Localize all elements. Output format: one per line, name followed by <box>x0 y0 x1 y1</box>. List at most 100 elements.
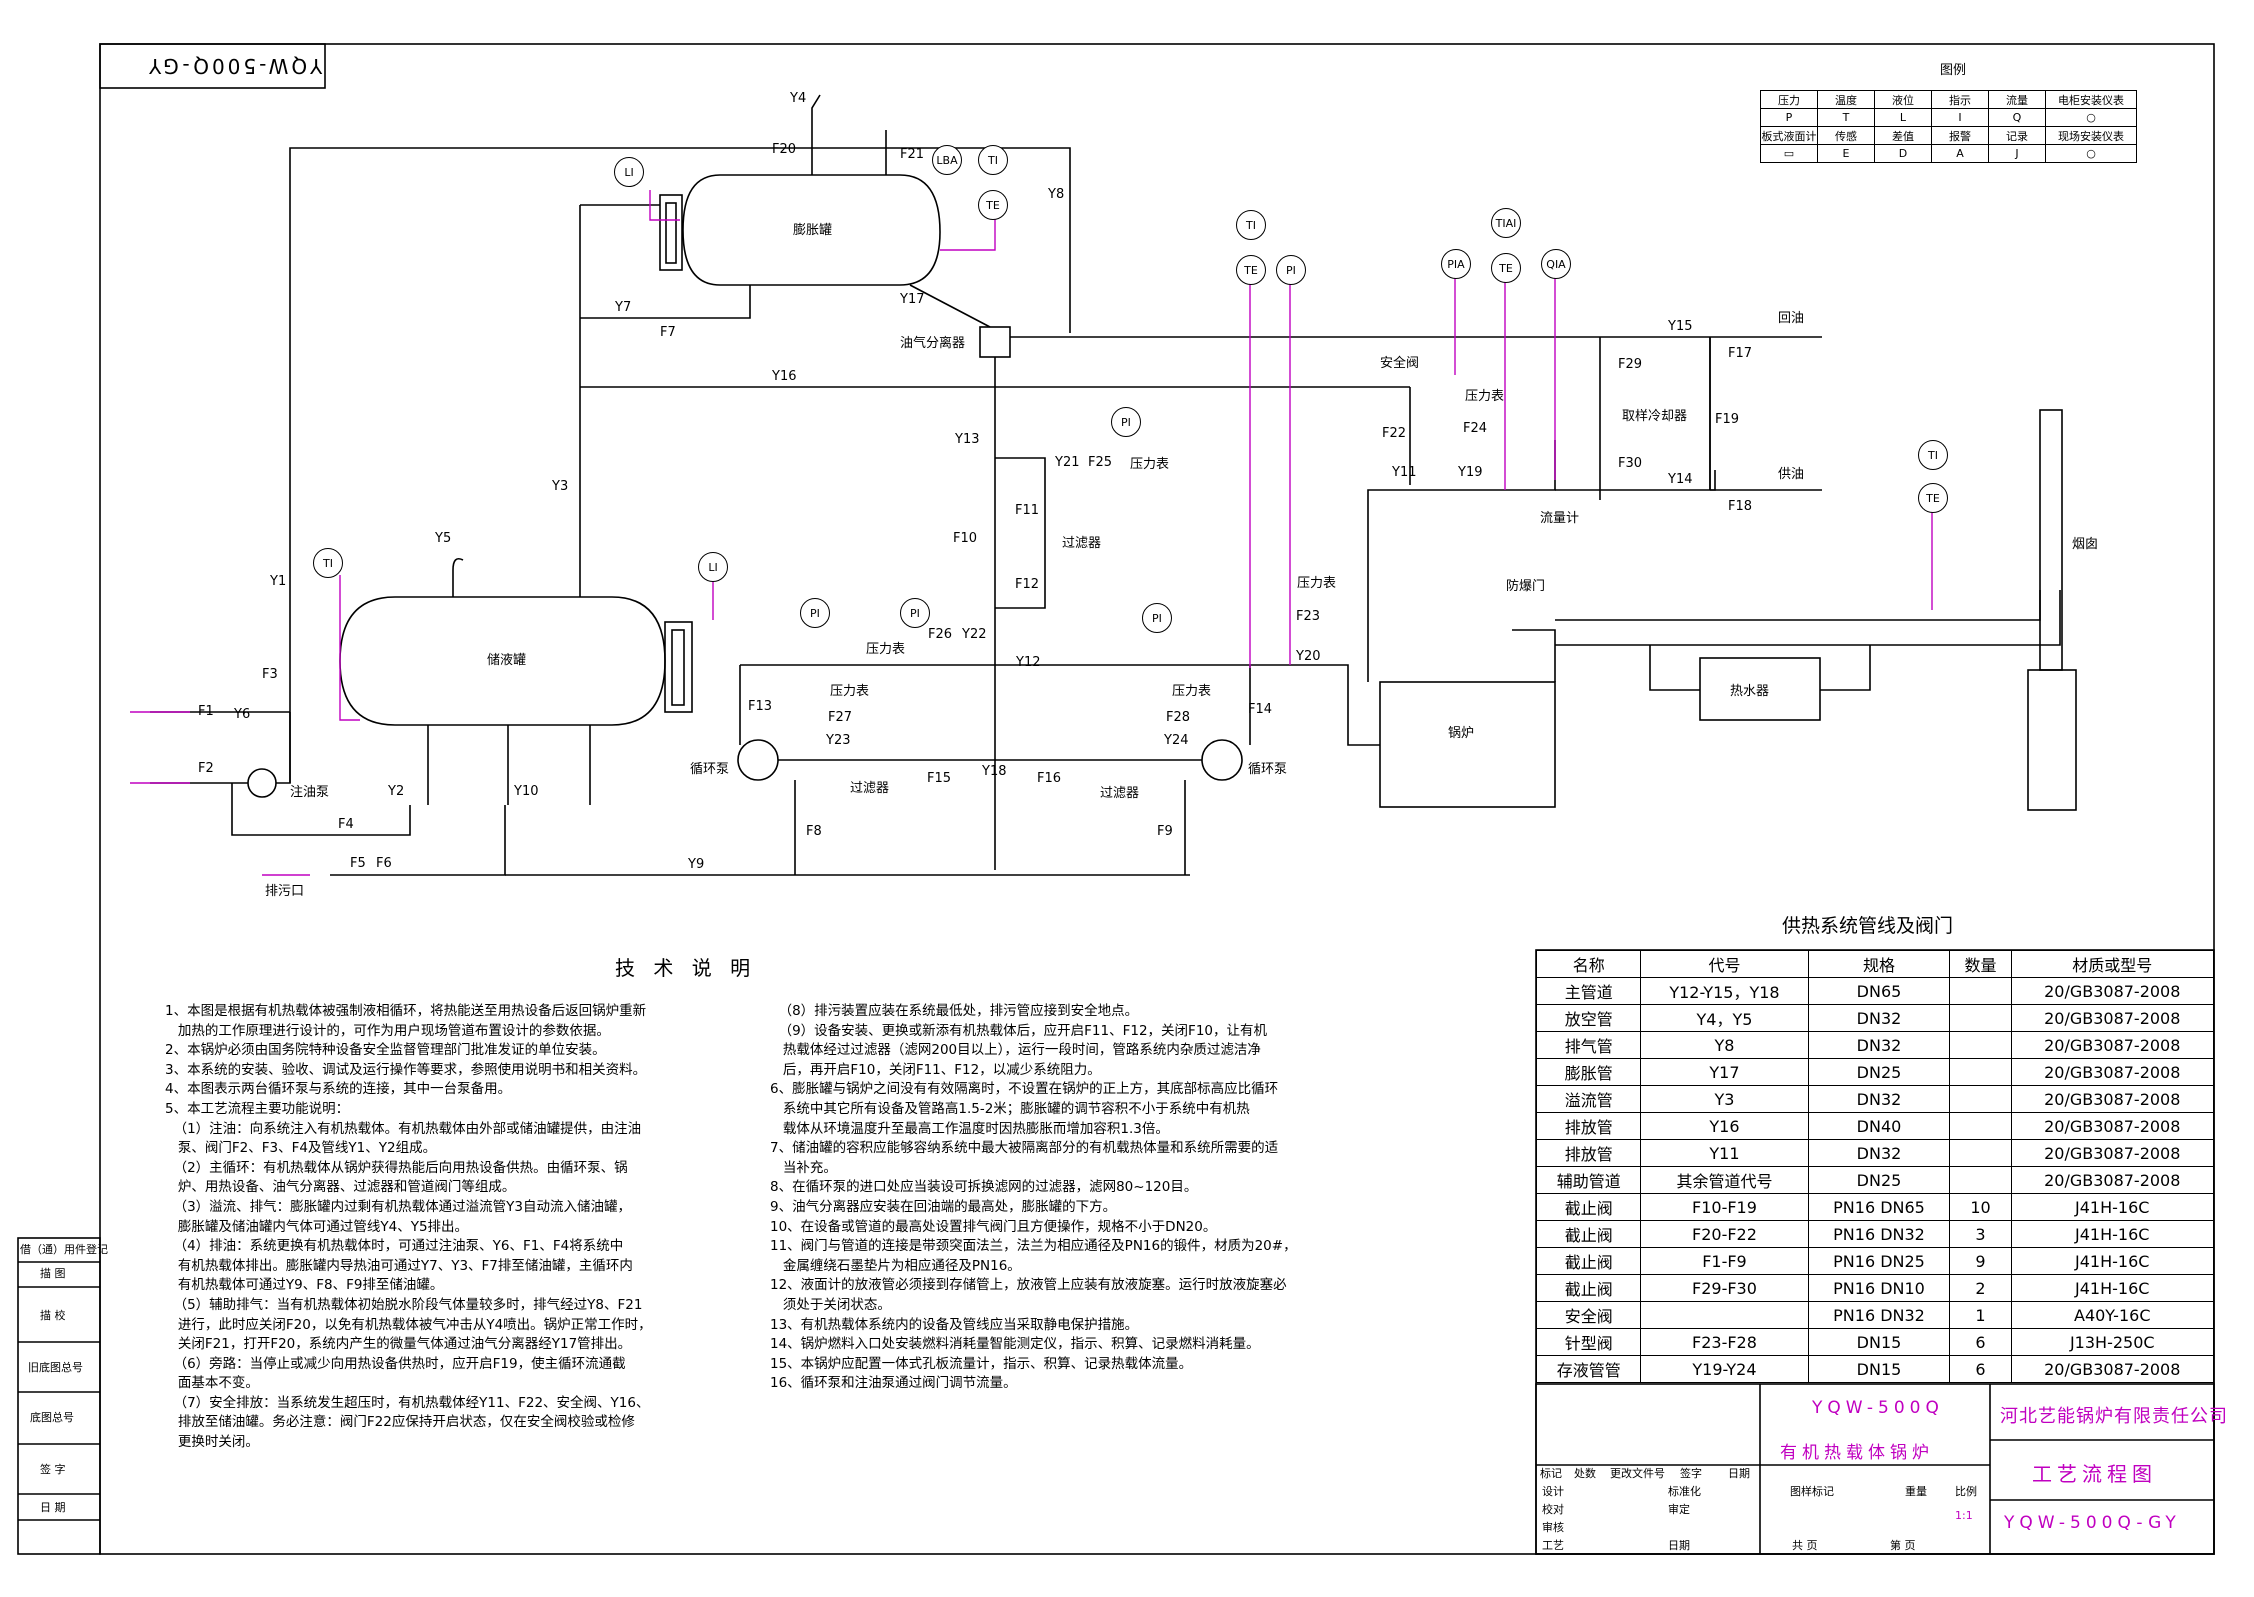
valve-f23: F23 <box>1296 609 1321 624</box>
pipe-table-cell: DN65 <box>1807 977 1951 1005</box>
side-label-5: 签 字 <box>40 1463 66 1476</box>
pipe-table-cell: PN16 DN65 <box>1807 1193 1951 1221</box>
note-line: 系统中其它所有设备及管路高1.5-2米；膨胀罐的调节容积不小于系统中有机热 <box>770 1100 1250 1117</box>
note-line: 面基本不变。 <box>165 1375 259 1392</box>
pipe-table-cell: Y17 <box>1640 1058 1809 1086</box>
drain-outlet-label: 排污口 <box>265 884 305 899</box>
note-line: 泵、阀门F2、F3、F4及管线Y1、Y2组成。 <box>165 1140 437 1157</box>
pressure-gauge-label-5: 压力表 <box>830 684 870 699</box>
pia-tag: PIA <box>1441 249 1471 279</box>
valve-f10: F10 <box>953 531 978 546</box>
pipe-table-cell: DN15 <box>1807 1328 1951 1356</box>
pipe-table-cell: 排放管 <box>1535 1112 1642 1140</box>
pipe-table-cell <box>1949 1166 2012 1194</box>
ti-tag-4: TI <box>313 548 343 578</box>
note-line: （7）安全排放：当系统发生超压时，有机热载体经Y11、F22、安全阀、Y16、 <box>165 1394 650 1411</box>
drawing-code-box <box>99 43 326 89</box>
note-line: （3）溢流、排气：膨胀罐内过剩有机热载体通过溢流管Y3自动流入储油罐， <box>165 1198 632 1215</box>
pipe-table-cell: 辅助管道 <box>1535 1166 1642 1194</box>
line-y10: Y10 <box>514 784 539 799</box>
pipe-table-cell: Y11 <box>1640 1139 1809 1167</box>
pipe-table-cell: 3 <box>1949 1220 2012 1248</box>
side-label-3: 旧底图总号 <box>28 1361 83 1374</box>
title-block-frame <box>1535 1383 2215 1555</box>
note-line: 加热的工作原理进行设计的，可作为用户现场管道布置设计的参数依据。 <box>165 1022 610 1039</box>
pipe-table-cell: 20/GB3087-2008 <box>2010 1355 2214 1383</box>
pipe-table-cell: 20/GB3087-2008 <box>2010 1085 2214 1113</box>
valve-f5: F5 <box>350 856 366 871</box>
pi-tag-1: PI <box>1276 255 1306 285</box>
pipe-table-cell: F10-F19 <box>1640 1193 1809 1221</box>
line-y12: Y12 <box>1016 655 1041 670</box>
ti-tag-2: TI <box>1236 210 1266 240</box>
pipe-table-title: 供热系统管线及阀门 <box>1782 915 1954 937</box>
side-label-2: 描 校 <box>40 1309 66 1322</box>
filter-label-3: 过滤器 <box>1100 786 1140 801</box>
valve-f17: F17 <box>1728 346 1753 361</box>
pipe-table-cell: 其余管道代号 <box>1640 1166 1809 1194</box>
valve-f3: F3 <box>262 667 278 682</box>
note-line: 12、液面计的放液管必须接到存储管上，放液管上应装有放液旋塞。运行时放液旋塞必 <box>770 1277 1287 1294</box>
pipe-table-cell: Y16 <box>1640 1112 1809 1140</box>
valve-f4: F4 <box>338 817 354 832</box>
pipe-table-cell: 20/GB3087-2008 <box>2010 1166 2214 1194</box>
valve-f26: F26 <box>928 627 953 642</box>
circulation-pump-label-2: 循环泵 <box>1248 762 1288 777</box>
side-block <box>17 1237 101 1555</box>
valve-f2: F2 <box>198 761 214 776</box>
line-y7: Y7 <box>615 300 632 315</box>
pipe-table-cell: 6 <box>1949 1355 2012 1383</box>
pipe-table-cell: 20/GB3087-2008 <box>2010 1004 2214 1032</box>
valve-f6: F6 <box>376 856 392 871</box>
note-line: （6）旁路：当停止或减少向用热设备供热时，应开启F19，使主循环流通截 <box>165 1355 626 1372</box>
pipe-table-cell: 1 <box>1949 1301 2012 1329</box>
note-line: 13、有机热载体系统内的设备及管线应当采取静电保护措施。 <box>770 1316 1139 1333</box>
sign-design: 设计 <box>1542 1485 1564 1498</box>
pipe-table-cell <box>1949 1031 2012 1059</box>
valve-f7: F7 <box>660 325 676 340</box>
line-y8: Y8 <box>1048 187 1065 202</box>
pipe-table-cell: DN25 <box>1807 1166 1951 1194</box>
pipe-table-cell: J41H-16C <box>2010 1220 2214 1248</box>
pi-tag-3: PI <box>800 598 830 628</box>
notes-title: 技 术 说 明 <box>615 956 757 980</box>
pipe-table-cell: Y4，Y5 <box>1640 1004 1809 1032</box>
pipe-table-cell: Y3 <box>1640 1085 1809 1113</box>
pipe-table-cell: 6 <box>1949 1328 2012 1356</box>
note-line: 须处于关闭状态。 <box>770 1296 891 1313</box>
note-line: 有机热载体排出。膨胀罐内导热油可通过Y7、Y3、F7排至储油罐，主循环内 <box>165 1257 633 1274</box>
approve-label: 审定 <box>1668 1503 1690 1516</box>
pipe-table-cell: J41H-16C <box>2010 1193 2214 1221</box>
note-line: 金属缠绕石墨垫片为相应通径及PN16。 <box>770 1257 1021 1274</box>
li-tag-2: LI <box>698 552 728 582</box>
pipe-table-cell: DN15 <box>1807 1355 1951 1383</box>
te-tag-3: TE <box>1491 253 1521 283</box>
legend-title: 图例 <box>1940 63 1967 78</box>
pipe-table-cell: 膨胀管 <box>1535 1058 1642 1086</box>
note-line: 炉、用热设备、油气分离器、过滤器和管道阀门等组成。 <box>165 1179 516 1196</box>
pipe-table-cell: PN16 DN32 <box>1807 1301 1951 1329</box>
sign-check: 校对 <box>1542 1503 1564 1516</box>
pipe-table-cell: 20/GB3087-2008 <box>2010 1112 2214 1140</box>
te-tag-4: TE <box>1918 483 1948 513</box>
pipe-table-cell: 针型阀 <box>1535 1328 1642 1356</box>
pipe-table-cell: 溢流管 <box>1535 1085 1642 1113</box>
line-y2: Y2 <box>388 784 405 799</box>
drawing-code: YQW-500Q-GY <box>146 54 323 78</box>
pressure-gauge-label-2: 压力表 <box>1130 457 1170 472</box>
expansion-tank-label: 膨胀罐 <box>793 223 833 238</box>
storage-tank <box>339 557 693 805</box>
note-line: 排放至储油罐。务必注意：阀门F22应保持开启状态，仅在安全阀校验或检修 <box>165 1414 635 1431</box>
pipe-table-cell <box>1949 1139 2012 1167</box>
valve-f16: F16 <box>1037 771 1062 786</box>
valve-f24: F24 <box>1463 421 1488 436</box>
pipe-table-cell: 9 <box>1949 1247 2012 1275</box>
valve-f13: F13 <box>748 699 773 714</box>
pipe-table-cell: 20/GB3087-2008 <box>2010 1139 2214 1167</box>
rev-label-2: 更改文件号 <box>1610 1467 1665 1480</box>
